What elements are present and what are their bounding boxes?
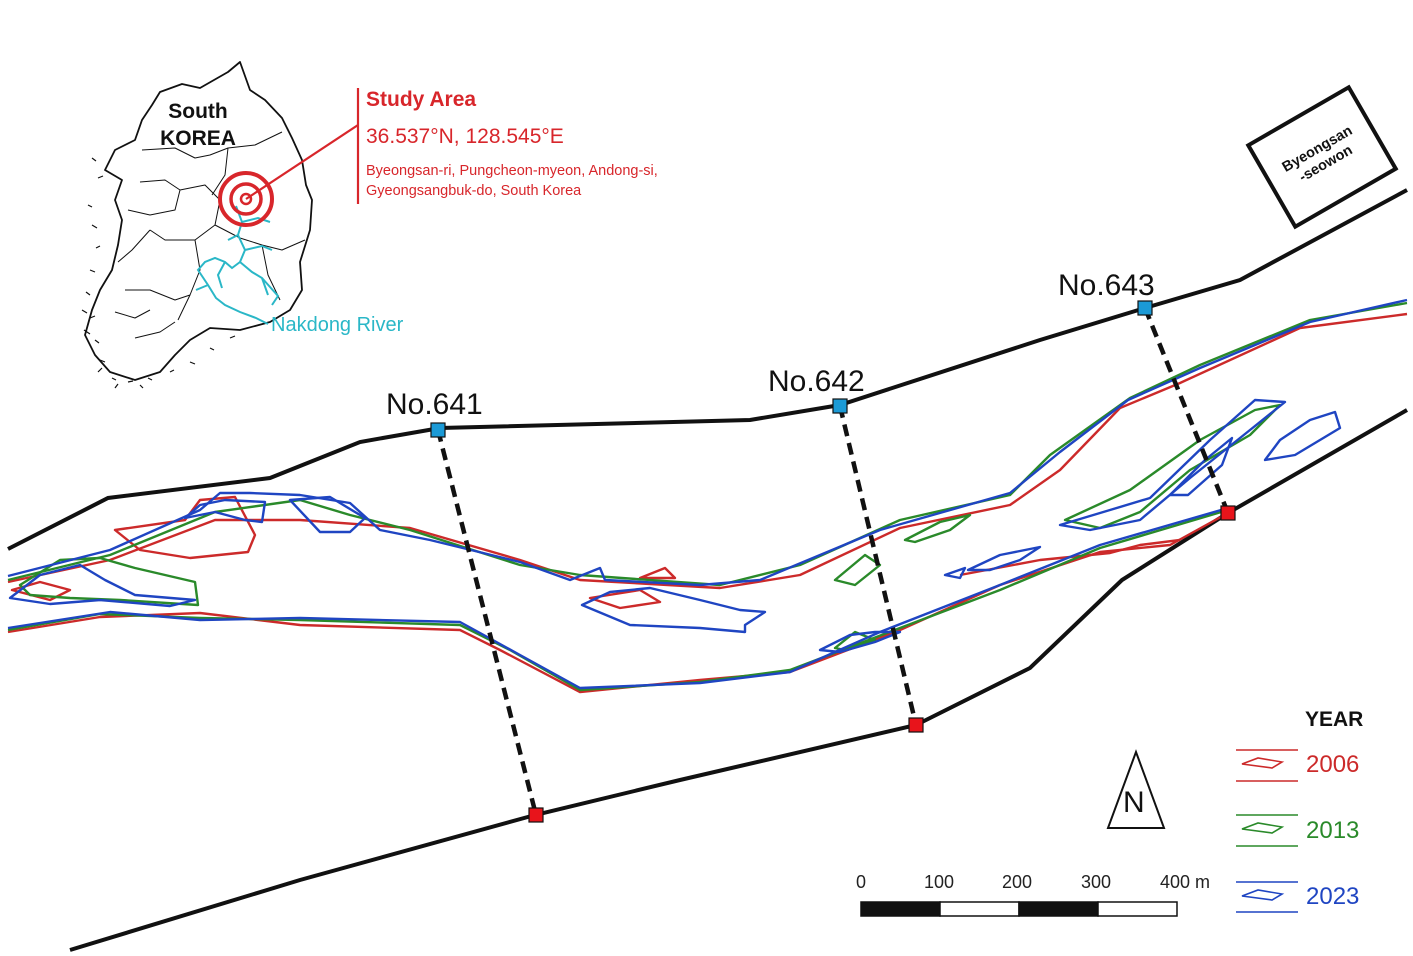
study-area-address-line1: Byeongsan-ri, Pungcheon-myeon, Andong-si… [366,163,658,179]
cross-section-line-642 [837,405,919,726]
channel-2023-bar [966,545,1042,572]
channel-2023-bar [183,498,267,524]
scale-tick-400: 400 m [1160,872,1211,892]
channel-2013-bar [18,556,200,607]
scale-bar-segment [1097,901,1178,917]
legend-label-2013: 2013 [1306,817,1360,844]
channel-2023-bar [818,630,902,654]
country-label: South KOREA [150,98,246,152]
cross-section-line-641 [435,429,539,816]
legend-title: YEAR [1305,708,1364,731]
study-area-address-line2: Gyeongsangbuk-do, South Korea [366,183,582,199]
scale-bar [860,901,1178,917]
korea-inset-map [81,61,360,389]
cross-section-label-642: No.642 [768,365,865,398]
channel-2023-bar [1058,398,1287,532]
channel-2013-bar [833,553,882,587]
channel-2013-bar [903,513,972,544]
korea-outline [84,61,313,381]
channel-2006-bar [638,566,677,580]
channel-2006-bar [588,588,662,610]
legend-label-2006: 2006 [1306,751,1360,778]
channel-2023-bar [943,566,967,580]
cross-section-label-643: No.643 [1058,269,1155,302]
legend-symbol-2006 [1236,749,1298,782]
channel-2023-bar [288,495,367,534]
marker-643-right [1220,505,1236,521]
channel-2013 [7,301,1408,692]
channel-2006-bank-north [7,312,1408,590]
channel-2013-bank-south [7,508,1229,692]
channel-2023-bar [580,586,767,634]
channel-2023-bar [1263,410,1342,462]
legend-label-2023: 2023 [1306,883,1360,910]
cross-section-label-641: No.641 [386,388,483,421]
channel-2006-bar [959,538,1181,577]
marker-643-left [1137,300,1153,316]
channel-2013-bank-north [7,301,1408,587]
channel-2023-bank-south [7,506,1229,690]
scale-tick-0: 0 [856,872,867,892]
cross-section-markers [430,300,1236,823]
channel-2013-bar [1063,403,1282,530]
legend-symbols [1236,749,1298,913]
nakdong-river [195,205,280,325]
river-label: Nakdong River [271,314,404,336]
country-label-line2: KOREA [160,127,236,150]
channel-2023-bar [1168,436,1234,497]
north-arrow-label: N [1123,786,1145,819]
marker-641-right [528,807,544,823]
study-area-coordinates: 36.537°N, 128.545°E [366,125,564,148]
study-area-address: Byeongsan-ri, Pungcheon-myeon, Andong-si… [366,161,658,201]
scale-tick-200: 200 [1002,872,1033,892]
scale-bar-segment [1018,901,1099,917]
scale-tick-300: 300 [1081,872,1112,892]
channel-2023-bar [8,563,197,608]
marker-641-left [430,422,446,438]
north-arrow-icon [1106,749,1166,829]
island-coastline [81,157,236,389]
country-label-line1: South [168,100,228,123]
scale-bar-segment [860,901,941,917]
channel-2023-bank-north [7,298,1408,587]
valley-boundary-north [7,188,1408,551]
scale-tick-100: 100 [924,872,955,892]
marker-642-right [908,717,924,733]
channel-2006 [7,312,1408,694]
channel-2006-bank-south [7,511,1229,694]
channel-2023 [7,298,1408,690]
valley-boundary-south [69,408,1408,952]
landmark-label: Byeongsan -seowon [1280,123,1365,192]
study-area-title: Study Area [366,88,477,111]
scale-bar-segment [939,901,1020,917]
cross-sections [435,307,1231,816]
legend-symbol-2013 [1236,814,1298,847]
study-area-leader-line [245,124,359,200]
legend-symbol-2023 [1236,881,1298,913]
study-area-target-icon [218,171,274,227]
marker-642-left [832,398,848,414]
